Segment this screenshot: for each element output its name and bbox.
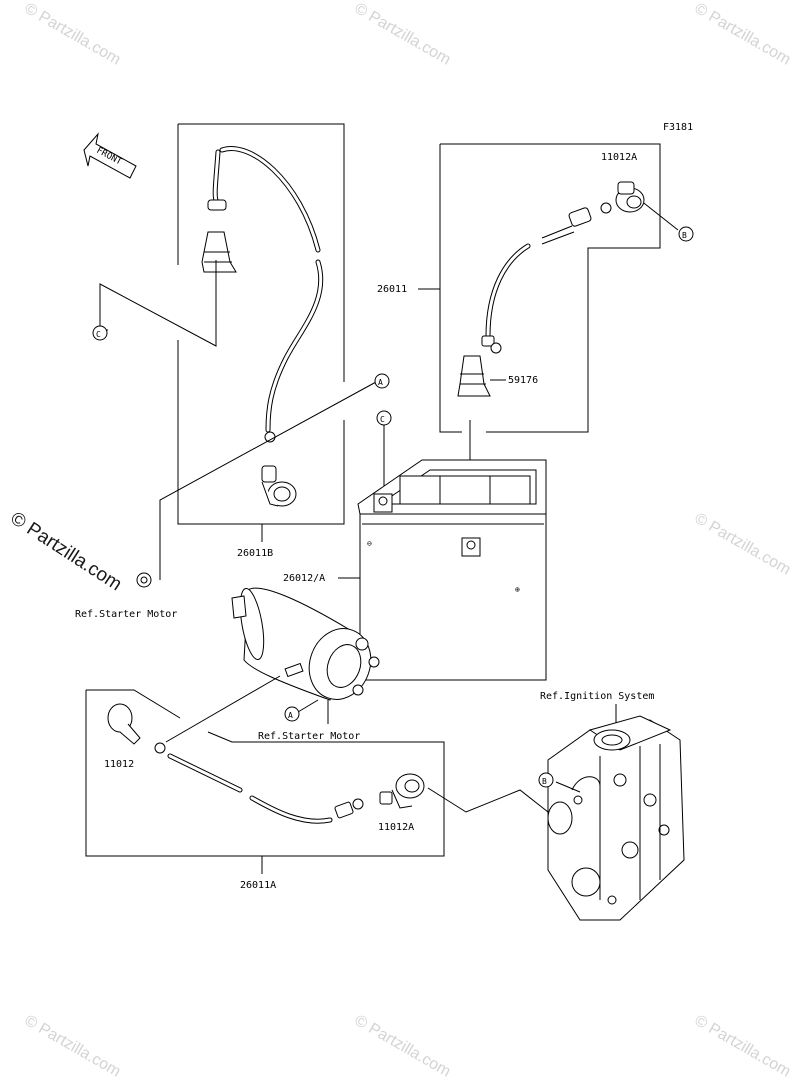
ref-starter-motor-center: Ref.Starter Motor bbox=[258, 731, 360, 742]
parts-diagram: F3181 FRONT 26011B C A bbox=[75, 122, 694, 921]
starter-motor bbox=[231, 587, 380, 701]
callout-b-right bbox=[678, 226, 694, 242]
part-26011a-label: 26011A bbox=[240, 880, 276, 891]
part-11012-label: 11012 bbox=[104, 759, 134, 770]
svg-text:A: A bbox=[378, 378, 383, 387]
callout-a-top bbox=[374, 373, 390, 389]
part-26011-label: 26011 bbox=[377, 284, 407, 295]
front-arrow-icon: FRONT bbox=[83, 132, 137, 179]
svg-text:⊖: ⊖ bbox=[367, 539, 372, 548]
cable-26011a-group bbox=[85, 675, 549, 874]
svg-text:A: A bbox=[288, 711, 293, 720]
callout-c-battery bbox=[376, 410, 392, 426]
svg-text:C: C bbox=[96, 330, 101, 339]
svg-text:B: B bbox=[682, 231, 687, 240]
part-11012a-bottom-label: 11012A bbox=[378, 822, 414, 833]
ref-ignition-system: Ref.Ignition System bbox=[540, 691, 654, 702]
ref-starter-motor-left: Ref.Starter Motor bbox=[75, 609, 177, 620]
part-11012a-top-label: 11012A bbox=[601, 152, 637, 163]
battery-26012a: ⊖ ⊕ bbox=[357, 410, 547, 681]
part-59176-label: 59176 bbox=[508, 375, 538, 386]
callout-b-lower bbox=[538, 772, 554, 788]
part-26011b-label: 26011B bbox=[237, 548, 273, 559]
cable-26011b-group bbox=[177, 123, 345, 542]
ignition-housing bbox=[547, 715, 685, 921]
callout-a-bottom bbox=[284, 706, 300, 722]
svg-text:B: B bbox=[542, 777, 547, 786]
svg-text:⊕: ⊕ bbox=[515, 585, 520, 594]
callout-c-left bbox=[92, 325, 108, 341]
svg-text:C: C bbox=[380, 415, 385, 424]
figure-code: F3181 bbox=[663, 122, 693, 133]
cable-26011-group bbox=[418, 143, 679, 433]
starter-bolt-icon bbox=[136, 572, 152, 588]
part-26012a-label: 26012/A bbox=[283, 573, 325, 584]
